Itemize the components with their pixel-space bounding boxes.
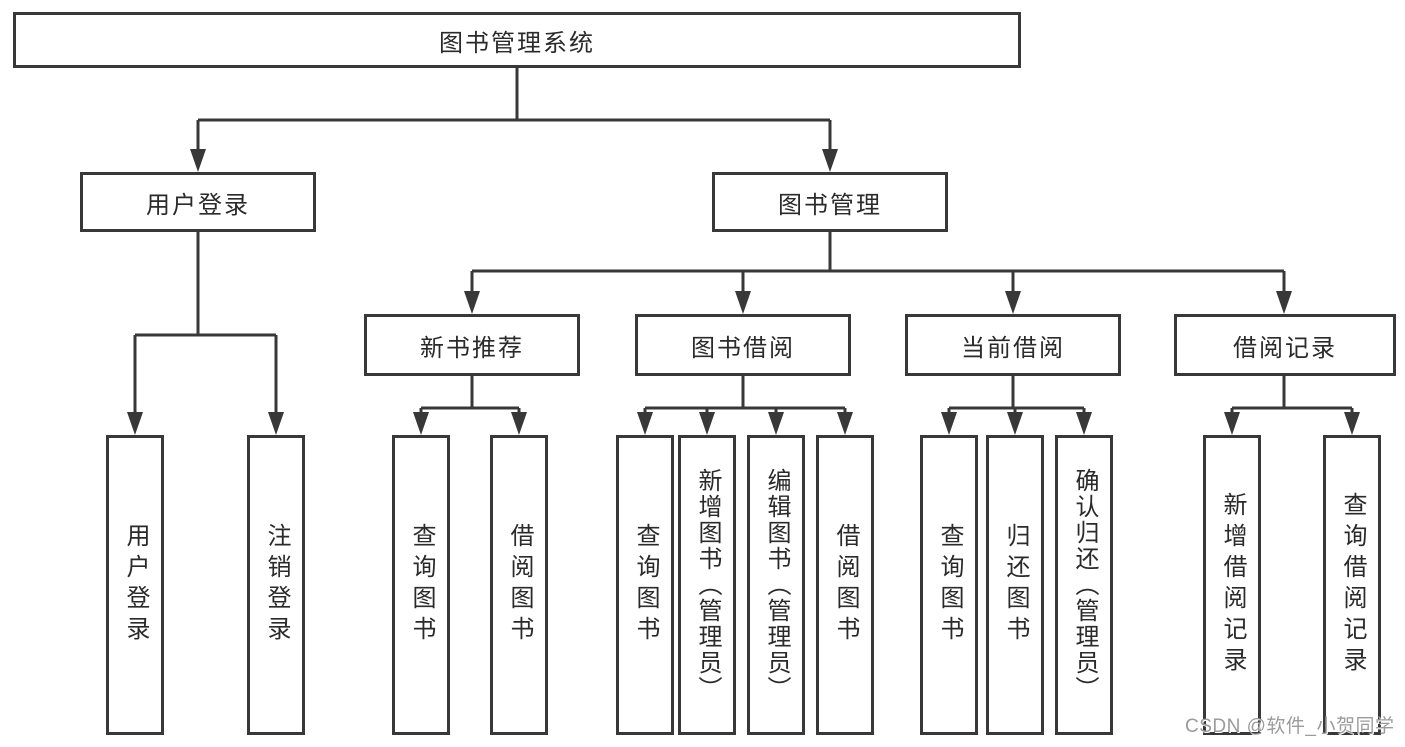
- node-label: 借阅图书: [506, 523, 533, 647]
- leaf-search-books-recommend: 查询图书: [392, 435, 450, 735]
- node-label: 注销登录: [263, 523, 290, 647]
- node-label: 图书借阅: [691, 334, 795, 362]
- section-current-borrow: 当前借阅: [905, 314, 1121, 376]
- node-label: 图书管理系统: [439, 29, 595, 57]
- leaf-return-books: 归还图书: [986, 435, 1044, 735]
- node-label: 查询图书: [632, 523, 659, 647]
- leaf-user-login: 用户登录: [106, 435, 164, 735]
- leaf-search-books-borrow: 查询图书: [616, 435, 674, 735]
- branch-user-login: 用户登录: [80, 172, 316, 232]
- leaf-borrow-books-recommend: 借阅图书: [490, 435, 548, 735]
- connector-book-management: [470, 232, 1286, 294]
- csdn-watermark: CSDN @软件_小贺同学: [1185, 716, 1395, 737]
- leaf-confirm-return-admin: 确认归还（管理员）: [1055, 435, 1113, 735]
- leaf-add-books-admin: 新增图书（管理员）: [678, 435, 736, 735]
- section-book-borrow: 图书借阅: [635, 314, 851, 376]
- node-root: 图书管理系统: [13, 12, 1021, 68]
- node-label: 编辑图书（管理员）: [763, 468, 790, 702]
- node-label: 查询借阅记录: [1339, 492, 1366, 678]
- connector-new-book-recommend: [419, 376, 521, 414]
- section-new-book-recommend: 新书推荐: [364, 314, 580, 376]
- node-label: 用户登录: [122, 523, 149, 647]
- node-label: 用户登录: [146, 191, 250, 219]
- node-label: 查询图书: [936, 523, 963, 647]
- node-label: 新增借阅记录: [1219, 492, 1246, 678]
- leaf-borrow-books: 借阅图书: [816, 435, 874, 735]
- node-label: 借阅记录: [1233, 334, 1337, 362]
- node-label: 借阅图书: [832, 523, 859, 647]
- node-label: 图书管理: [778, 191, 882, 219]
- leaf-search-borrow-record: 查询借阅记录: [1323, 435, 1381, 735]
- leaf-edit-books-admin: 编辑图书（管理员）: [747, 435, 805, 735]
- node-label: 归还图书: [1002, 523, 1029, 647]
- leaf-logout: 注销登录: [247, 435, 305, 735]
- connector-book-borrow: [643, 376, 847, 414]
- connector-borrow-records: [1230, 376, 1354, 414]
- node-label: 新增图书（管理员）: [694, 468, 721, 702]
- node-label: 新书推荐: [420, 334, 524, 362]
- connector-current-borrow: [947, 376, 1086, 414]
- node-label: 确认归还（管理员）: [1071, 468, 1098, 702]
- connector-root: [196, 68, 832, 152]
- node-label: 查询图书: [408, 523, 435, 647]
- connector-user-login: [133, 232, 278, 413]
- section-borrow-records: 借阅记录: [1174, 314, 1396, 376]
- branch-book-management: 图书管理: [712, 172, 948, 232]
- node-label: 当前借阅: [961, 334, 1065, 362]
- leaf-search-books-current: 查询图书: [920, 435, 978, 735]
- leaf-add-borrow-record: 新增借阅记录: [1203, 435, 1261, 735]
